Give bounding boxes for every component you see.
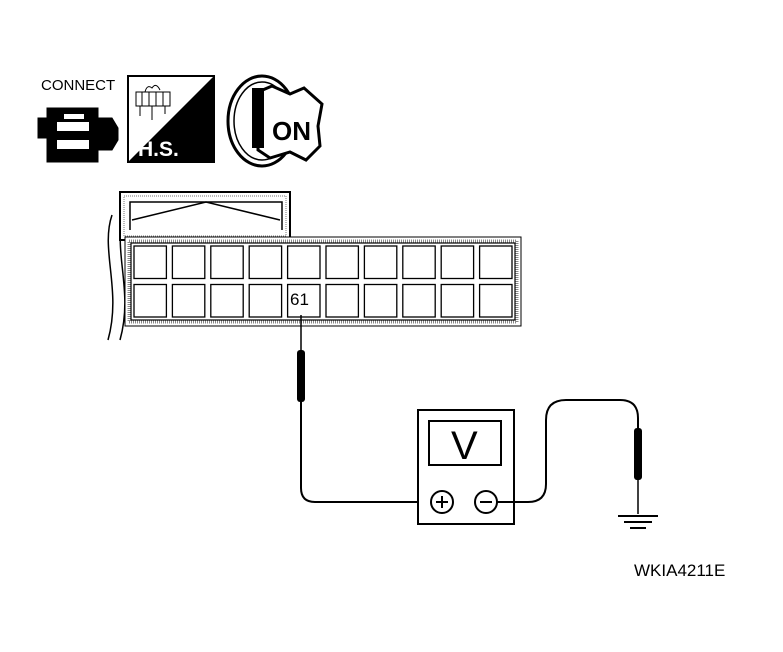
- ground-symbol: [618, 515, 658, 529]
- meter-display: V: [451, 424, 478, 468]
- positive-probe: [297, 315, 430, 503]
- connector-cavity: [440, 245, 475, 280]
- connect-label: CONNECT: [41, 77, 115, 94]
- connector-cavity: [286, 245, 321, 280]
- pin-label: 61: [290, 290, 309, 309]
- connector-cavity: [325, 283, 360, 318]
- connector-cavity: [402, 283, 436, 318]
- figure-code: WKIA4211E: [634, 561, 725, 580]
- connector-cavity: [171, 283, 206, 318]
- connector-cavity: [325, 245, 360, 280]
- connector-cavity: [478, 245, 513, 280]
- ignition-label: ON: [272, 116, 311, 146]
- harness-connector: 61: [107, 191, 522, 341]
- negative-probe: [497, 399, 642, 514]
- ignition-key-icon: ON: [226, 74, 324, 168]
- connector-cavity: [248, 283, 283, 318]
- connector-cavity: [133, 283, 168, 318]
- connector-cavity: [363, 283, 398, 318]
- connector-cavity: [210, 245, 244, 280]
- connector-cavity: [248, 245, 283, 280]
- connector-cavity: [133, 245, 168, 280]
- connector-cavity: [286, 283, 321, 318]
- connector-cavity: [210, 283, 244, 318]
- voltmeter: V: [417, 409, 515, 525]
- connect-icon: CONNECT: [37, 77, 119, 163]
- harness-icon: H.S.: [127, 75, 215, 163]
- connector-cavity: [478, 283, 513, 318]
- harness-label: H.S.: [138, 138, 179, 161]
- connector-cavity: [402, 245, 436, 280]
- connector-cavity: [440, 283, 475, 318]
- connector-cavity: [171, 245, 206, 280]
- connector-cavity: [363, 245, 398, 280]
